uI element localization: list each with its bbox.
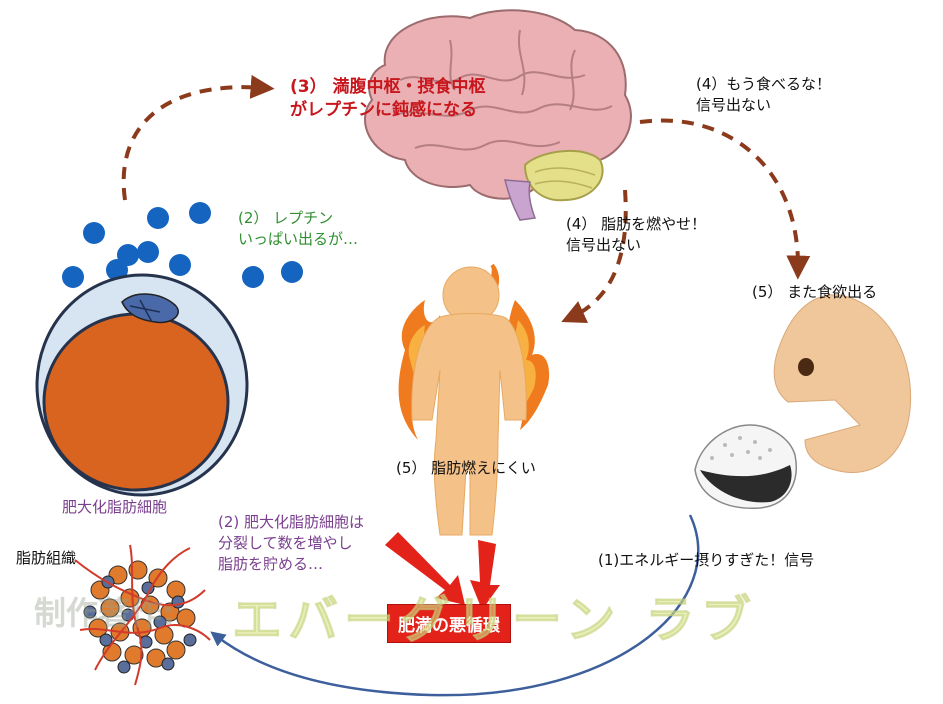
- label-step2b-line1: (2) 肥大化脂肪細胞は: [218, 513, 365, 531]
- label-step2a-line2: いっぱい出るが…: [238, 230, 359, 248]
- label-step4b-line1: (4） 脂肪を燃やせ！: [566, 215, 707, 233]
- watermark-text: エバーグリーン ラブ: [232, 591, 757, 650]
- eating-face-illustration: [773, 294, 912, 473]
- label-step2b-line3: 脂肪を貯める…: [218, 555, 324, 573]
- watermark-prefix: 制作著作:: [34, 594, 175, 632]
- brain-illustration: [364, 9, 632, 221]
- loop-arrow: [210, 514, 700, 697]
- signal-arrows: [121, 74, 811, 324]
- cycle-arrows: [385, 532, 500, 610]
- label-step4-no-burn-fat: (4） 脂肪を燃やせ！ 信号出ない: [566, 214, 706, 256]
- label-step2-division: (2) 肥大化脂肪細胞は 分裂して数を増やし 脂肪を貯める…: [218, 512, 364, 575]
- label-step2-leptin: (2） レプチン いっぱい出るが…: [238, 208, 358, 250]
- label-step3: (3） 満腹中枢・摂食中枢 がレプチンに鈍感になる: [290, 76, 486, 122]
- label-step4a-line2: 信号出ない: [696, 96, 772, 114]
- label-step2a-line1: (2） レプチン: [238, 209, 334, 227]
- fat-tissue-illustration: [74, 544, 211, 686]
- onigiri-illustration: [694, 424, 797, 509]
- label-step4b-line2: 信号出ない: [566, 236, 642, 254]
- label-step4a-line1: (4）もう食べるな！: [696, 75, 831, 93]
- label-step5-appetite: (5） また食欲出る: [752, 283, 878, 301]
- label-step3-line1: (3） 満腹中枢・摂食中枢: [290, 77, 486, 97]
- arrow-brain-to-body: [561, 189, 628, 324]
- label-step3-line2: がレプチンに鈍感になる: [290, 100, 477, 120]
- fat-cell-illustration: [35, 273, 249, 497]
- label-step5-hard-to-burn: (5） 脂肪燃えにくい: [396, 459, 536, 477]
- vicious-cycle-box: 肥満の悪循環: [388, 605, 510, 642]
- label-fat-cell: 肥大化脂肪細胞: [62, 498, 168, 516]
- arrow-fat-to-brain: [121, 74, 275, 201]
- label-step2b-line2: 分裂して数を増やし: [218, 534, 353, 552]
- label-step1-energy: (1)エネルギー摂りすぎた！信号: [598, 551, 815, 569]
- leptin-particles: [62, 202, 303, 288]
- arrow-brain-to-mouth: [639, 118, 811, 280]
- person-illustration: [411, 266, 527, 536]
- label-fat-tissue: 脂肪組織: [16, 549, 77, 567]
- label-step4-no-stop-eating: (4）もう食べるな！ 信号出ない: [696, 74, 831, 116]
